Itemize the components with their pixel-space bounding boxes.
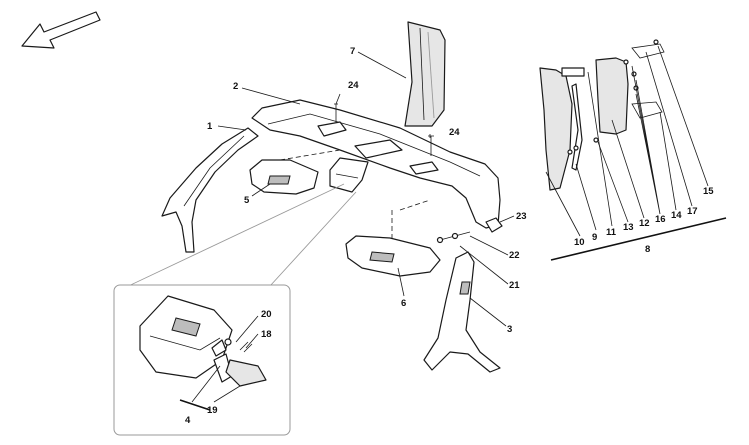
callout-16: 16 xyxy=(655,214,666,225)
part-5-visor xyxy=(249,159,319,195)
callout-9: 9 xyxy=(592,232,597,243)
callout-labels: 1 2 24 24 7 5 6 3 21 22 23 20 18 4 19 10… xyxy=(185,46,714,426)
callout-3: 3 xyxy=(507,324,512,335)
callout-7: 7 xyxy=(350,46,355,57)
part-8-assembly xyxy=(539,39,727,261)
callout-18: 18 xyxy=(261,329,272,340)
callout-5: 5 xyxy=(244,195,250,206)
callout-11: 11 xyxy=(606,227,617,238)
callout-22: 22 xyxy=(509,250,520,261)
courtesy-light-housing xyxy=(329,157,369,193)
callout-12: 12 xyxy=(639,218,650,229)
callout-24b: 24 xyxy=(449,127,460,138)
callout-14: 14 xyxy=(671,210,682,221)
part-3-pillar-trim xyxy=(423,251,501,373)
part-1-pillar-trim xyxy=(161,127,259,253)
detail-inset xyxy=(113,284,291,436)
callout-2: 2 xyxy=(233,81,238,92)
callout-24a: 24 xyxy=(348,80,359,91)
callout-8: 8 xyxy=(645,244,650,255)
direction-arrow-icon xyxy=(21,11,101,49)
callout-13: 13 xyxy=(623,222,634,233)
screw-22 xyxy=(436,231,471,244)
part-6-visor xyxy=(345,235,441,277)
callout-19: 19 xyxy=(207,405,218,416)
clip-23 xyxy=(485,217,503,233)
part-7-panel xyxy=(404,21,446,127)
callout-23: 23 xyxy=(516,211,527,222)
callout-10: 10 xyxy=(574,237,585,248)
callout-4: 4 xyxy=(185,415,191,426)
callout-6: 6 xyxy=(401,298,406,309)
callout-1: 1 xyxy=(207,121,213,132)
callout-17: 17 xyxy=(687,206,698,217)
callout-20: 20 xyxy=(261,309,272,320)
screw-24b xyxy=(428,135,434,156)
leader-lines xyxy=(191,45,709,403)
callout-21: 21 xyxy=(509,280,520,291)
callout-15: 15 xyxy=(703,186,714,197)
